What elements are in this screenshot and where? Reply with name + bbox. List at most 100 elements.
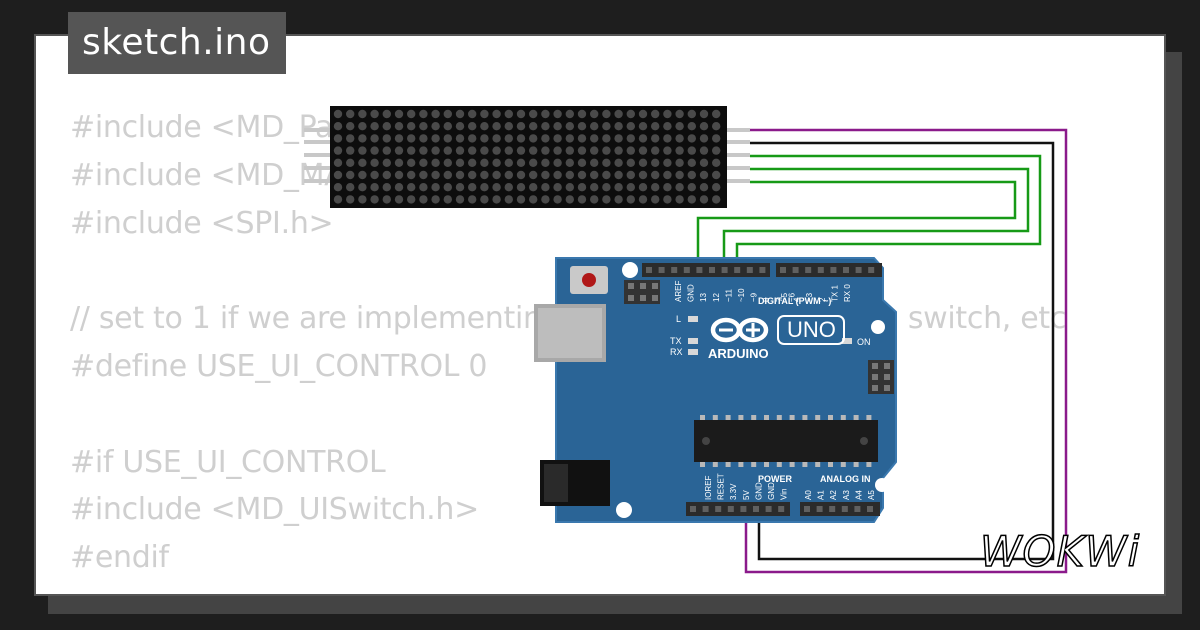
matrix-led	[638, 134, 648, 143]
mount-hole	[871, 320, 885, 334]
matrix-led	[468, 109, 477, 119]
matrix-led	[577, 158, 587, 167]
matrix-led	[443, 158, 452, 167]
mount-hole	[622, 262, 638, 278]
pin-label: A5	[867, 490, 876, 500]
pin-label: IOREF	[704, 475, 713, 500]
header-pin[interactable]	[829, 506, 836, 512]
header-pin[interactable]	[780, 267, 786, 273]
matrix-led	[699, 146, 709, 155]
header-pin[interactable]	[868, 267, 875, 273]
matrix-led	[712, 134, 721, 143]
matrix-led	[638, 122, 648, 131]
header-pin[interactable]	[690, 506, 696, 512]
header-pin[interactable]	[696, 267, 703, 273]
header-pin[interactable]	[830, 267, 837, 273]
pin-label: 7	[775, 297, 784, 302]
matrix-led	[699, 158, 709, 167]
header-pin[interactable]	[702, 506, 709, 512]
header-pin[interactable]	[746, 267, 753, 273]
matrix-led	[626, 195, 635, 204]
matrix-led	[443, 109, 452, 119]
code-line: #include <MD_UISwitch.h>	[70, 492, 479, 528]
pin-label: ~3	[805, 292, 814, 302]
matrix-led	[419, 109, 428, 119]
header-pin[interactable]	[658, 267, 665, 273]
led-rx	[688, 349, 698, 355]
matrix-led	[468, 170, 477, 180]
matrix-led	[614, 122, 623, 131]
header-pin[interactable]	[816, 506, 823, 512]
matrix-led	[675, 122, 684, 131]
matrix-led	[626, 183, 635, 192]
header-pin[interactable]	[721, 267, 728, 273]
wire-gnd	[750, 141, 1055, 561]
matrix-led	[504, 109, 513, 119]
header-pin[interactable]	[646, 267, 652, 273]
matrix-led	[382, 170, 391, 180]
matrix-led	[382, 109, 391, 119]
matrix-led	[431, 158, 440, 167]
matrix-led	[480, 158, 489, 167]
matrix-led	[419, 134, 428, 143]
header-pin[interactable]	[709, 267, 715, 273]
header-pin[interactable]	[765, 506, 772, 512]
header-pin[interactable]	[734, 267, 741, 273]
header-pin[interactable]	[804, 506, 810, 512]
matrix-led	[394, 158, 404, 167]
matrix-led	[333, 134, 343, 143]
matrix-led	[358, 134, 367, 143]
matrix-led	[455, 146, 465, 155]
header-pin[interactable]	[759, 267, 766, 273]
matrix-led	[675, 109, 684, 119]
code-line: #include <SPI.h>	[70, 205, 334, 241]
matrix-led	[602, 170, 611, 180]
header-pin[interactable]	[778, 506, 785, 512]
matrix-led	[407, 122, 416, 131]
matrix-led	[370, 134, 379, 143]
matrix-led	[529, 195, 538, 204]
uno-badge	[777, 315, 845, 345]
matrix-led	[638, 183, 648, 192]
arduino-uno-board[interactable]: UNO ARDUINO L TX RX ON DIGITAL (PWM ~) P…	[534, 257, 897, 523]
matrix-led	[577, 109, 587, 119]
matrix-led	[675, 134, 684, 143]
matrix-led	[492, 122, 501, 131]
led-label-rx: RX	[670, 347, 683, 357]
matrix-led	[577, 146, 587, 155]
matrix-led	[407, 183, 416, 192]
matrix-led	[529, 134, 538, 143]
matrix-led	[577, 195, 587, 204]
header-pin[interactable]	[753, 506, 759, 512]
matrix-led	[602, 134, 611, 143]
header-pin[interactable]	[715, 506, 722, 512]
matrix-led	[419, 146, 428, 155]
matrix-led	[346, 146, 355, 155]
header-pin[interactable]	[671, 267, 678, 273]
header-pin[interactable]	[740, 506, 747, 512]
matrix-led	[516, 183, 526, 192]
pin-label: GND	[754, 482, 763, 500]
header-pin[interactable]	[727, 506, 734, 512]
matrix-led	[431, 195, 440, 204]
header-pin[interactable]	[854, 506, 861, 512]
matrix-led	[370, 109, 379, 119]
header-pin[interactable]	[841, 506, 848, 512]
header-pin[interactable]	[792, 267, 799, 273]
matrix-led	[431, 170, 440, 180]
header-pin[interactable]	[817, 267, 824, 273]
matrix-led	[492, 158, 501, 167]
matrix-led	[370, 170, 379, 180]
matrix-led	[431, 122, 440, 131]
led-matrix[interactable]	[304, 106, 750, 208]
header-pin[interactable]	[855, 267, 862, 273]
header-pin[interactable]	[805, 267, 812, 273]
header-pin[interactable]	[843, 267, 849, 273]
matrix-led	[443, 195, 452, 204]
matrix-led	[407, 146, 416, 155]
header-pin[interactable]	[867, 506, 873, 512]
matrix-led	[492, 183, 501, 192]
matrix-led	[443, 134, 452, 143]
header-pin[interactable]	[683, 267, 690, 273]
matrix-led	[541, 122, 550, 131]
